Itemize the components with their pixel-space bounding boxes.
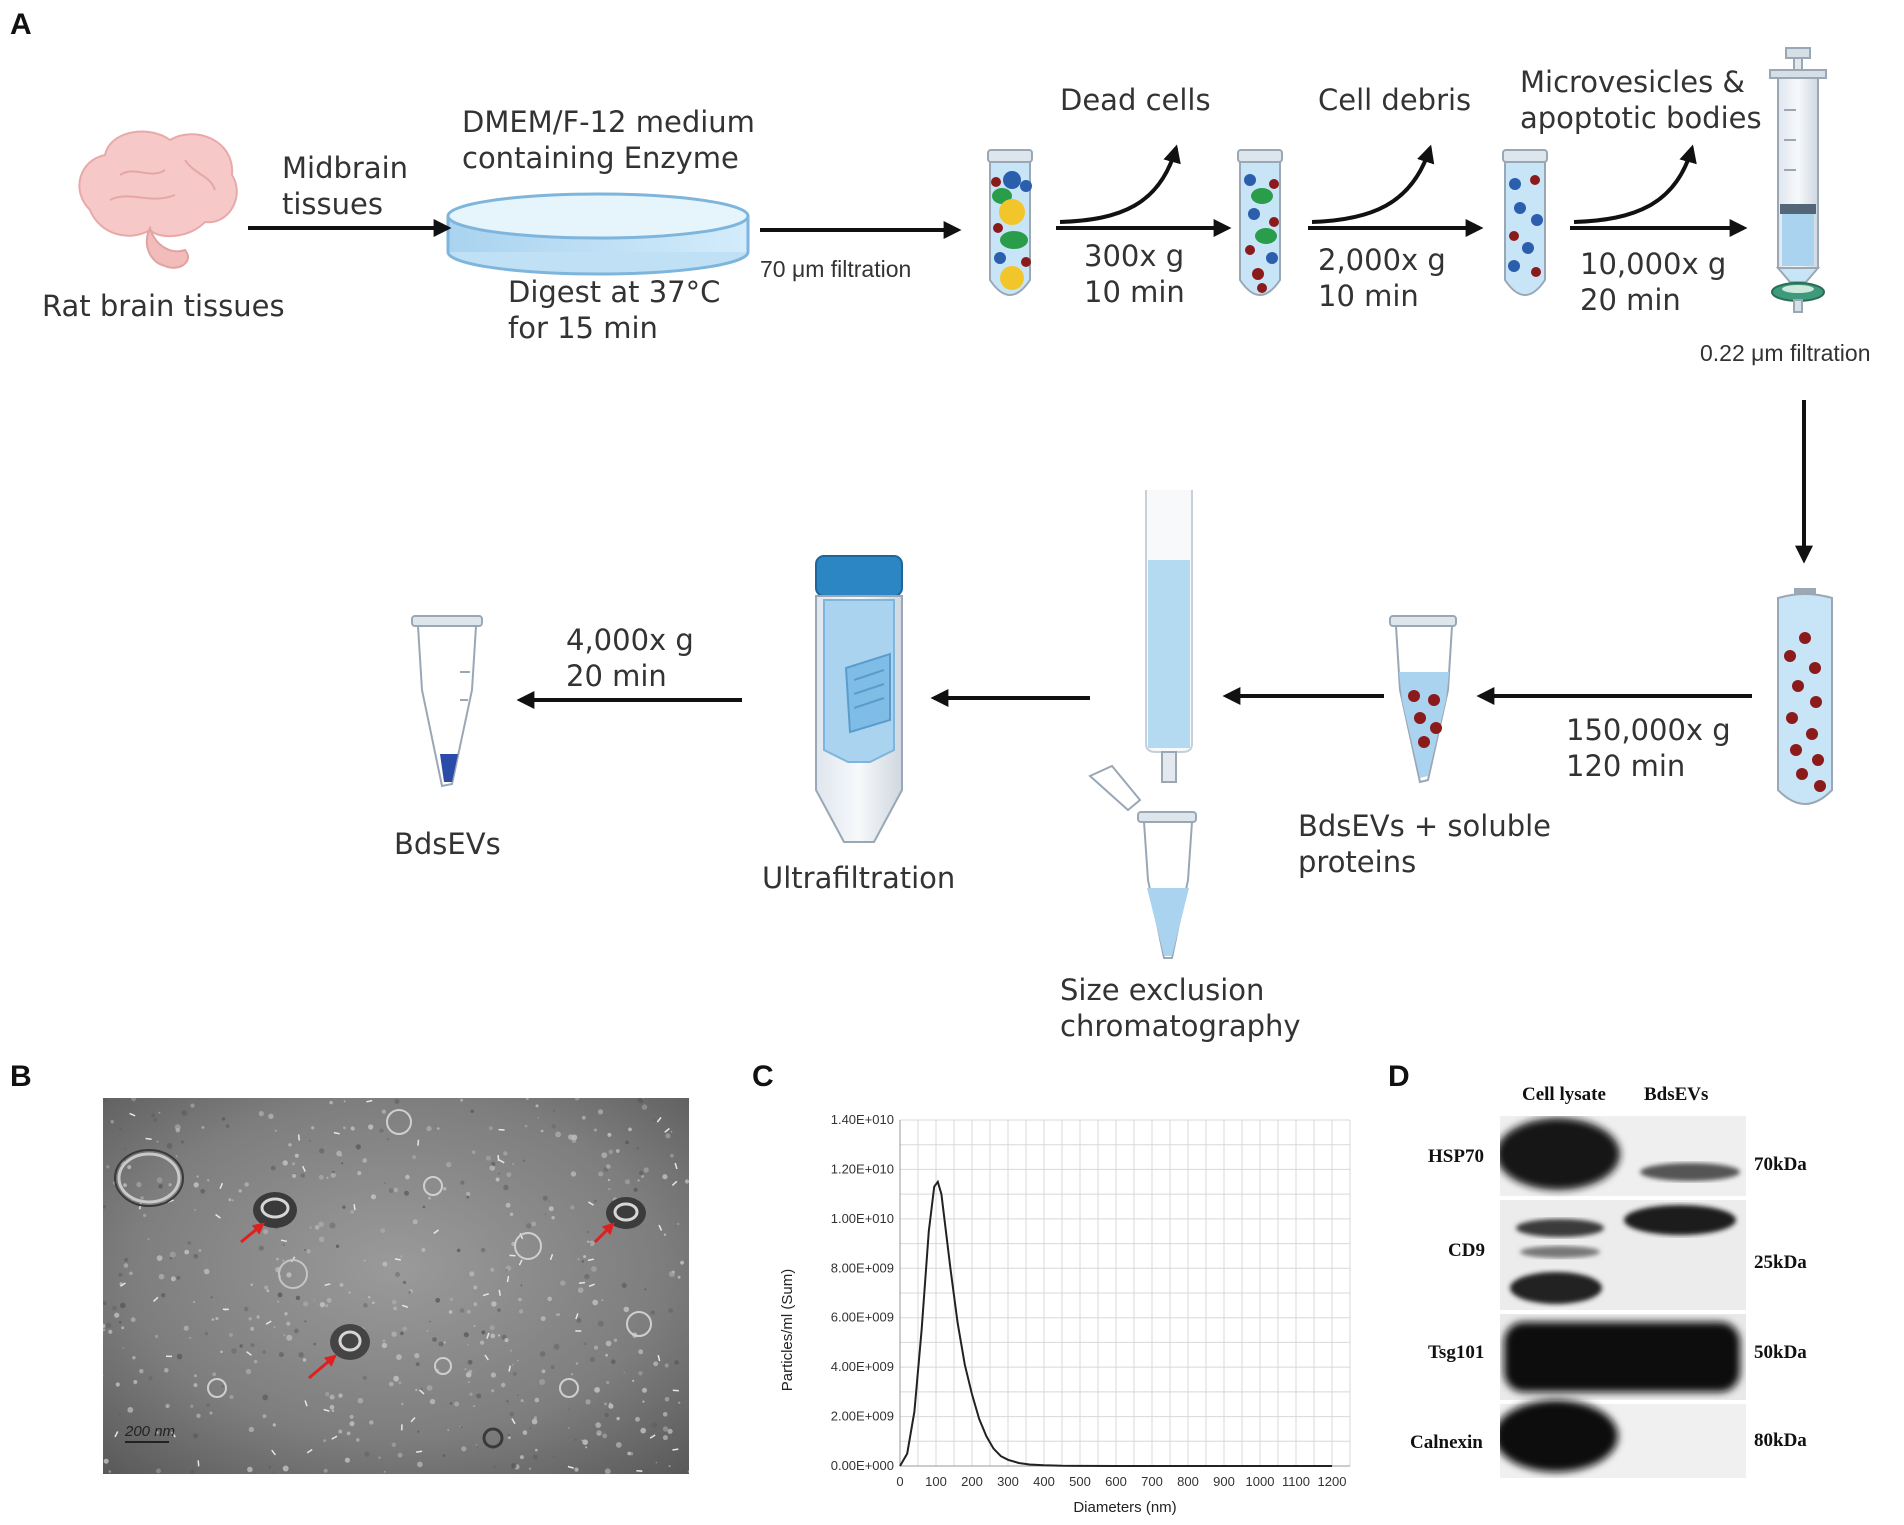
panel-letter-b: B (10, 1060, 32, 1093)
wb-row-label-tsg101: Tsg101 (1428, 1342, 1485, 1363)
wb-col-header-2: BdsEVs (1644, 1084, 1709, 1105)
label-final-bdsevs: BdsEVs (394, 827, 501, 861)
wb-size-calnexin: 80kDa (1754, 1430, 1807, 1451)
label-spin-4000g: 4,000x g 20 min (566, 623, 694, 693)
ultracentrifuge-tube-icon (1777, 588, 1833, 805)
arrow-waste-2 (1311, 144, 1435, 224)
wb-col-header-1: Cell lysate (1522, 1084, 1606, 1105)
chart-x-tick-label: 100 (925, 1474, 947, 1489)
tem-arrow-2 (593, 1222, 615, 1244)
chart-x-tick-label: 1000 (1246, 1474, 1275, 1489)
label-70um-filtration: 70 μm filtration (760, 256, 912, 282)
label-spin-300g: 300x g 10 min (1084, 239, 1185, 309)
eppendorf-pellet-icon (1389, 615, 1457, 784)
label-spin-2000g: 2,000x g 10 min (1318, 243, 1446, 313)
chart-x-tick-label: 500 (1069, 1474, 1091, 1489)
tube-3-icon (1502, 149, 1548, 296)
panel-letter-a: A (10, 8, 32, 41)
chart-y-tick-label: 1.20E+010 (831, 1161, 894, 1176)
petri-dish-icon (446, 192, 750, 276)
chart-y-axis-label: Particles/ml (Sum) (779, 1269, 796, 1392)
label-dish-medium: DMEM/F-12 medium containing Enzyme (462, 105, 755, 175)
label-spin-10000g: 10,000x g 20 min (1580, 247, 1727, 317)
chart-y-tick-label: 1.00E+010 (831, 1211, 894, 1226)
label-rat-brain: Rat brain tissues (42, 289, 285, 323)
chart-x-tick-label: 700 (1141, 1474, 1163, 1489)
wb-size-cd9: 25kDa (1754, 1252, 1807, 1273)
label-cell-debris: Cell debris (1318, 83, 1472, 117)
wb-band-hsp70 (1500, 1118, 1740, 1190)
chart-y-tick-label: 6.00E+009 (831, 1310, 894, 1325)
collection-tube-icon (1088, 764, 1197, 959)
arrow-waste-3 (1573, 144, 1697, 224)
label-pellet: BdsEVs + soluble proteins (1298, 809, 1552, 879)
rat-brain-icon (78, 130, 238, 269)
chart-x-tick-label: 600 (1105, 1474, 1127, 1489)
tube-1-icon (987, 149, 1033, 296)
arrow-waste-1 (1059, 144, 1181, 224)
nta-chart: 0.00E+000 2.00E+009 4.00E+009 6.00E+009 8.00… (779, 1112, 1351, 1516)
wb-row-label-hsp70: HSP70 (1428, 1146, 1484, 1167)
tem-arrow-1 (240, 1222, 265, 1244)
tem-arrow-3 (308, 1354, 337, 1380)
wb-band-cd9 (1510, 1205, 1736, 1304)
panel-letter-c: C (752, 1060, 774, 1093)
ultrafiltration-tube-icon (815, 555, 903, 843)
label-sec: Size exclusion chromatography (1060, 973, 1301, 1043)
chart-x-tick-label: 300 (997, 1474, 1019, 1489)
tube-2-icon (1237, 149, 1283, 296)
syringe-filter-icon (1769, 47, 1827, 313)
final-eppendorf-icon (411, 615, 483, 788)
chart-x-tick-label: 900 (1213, 1474, 1235, 1489)
chart-y-tick-label: 1.40E+010 (831, 1112, 894, 1127)
western-blot-image (1500, 1116, 1746, 1478)
chart-y-tick-label: 4.00E+009 (831, 1359, 894, 1374)
chart-x-tick-label: 800 (1177, 1474, 1199, 1489)
wb-row-label-cd9: CD9 (1448, 1240, 1485, 1261)
chart-y-tick-label: 2.00E+009 (831, 1409, 894, 1424)
wb-size-tsg101: 50kDa (1754, 1342, 1807, 1363)
chart-y-tick-label: 0.00E+000 (831, 1458, 894, 1473)
label-ultrafiltration: Ultrafiltration (762, 861, 956, 895)
chart-series-line (899, 1179, 1332, 1467)
chart-x-axis-label: Diameters (nm) (1073, 1499, 1176, 1516)
label-midbrain: Midbrain tissues (282, 151, 409, 221)
chart-grid (899, 1119, 1351, 1467)
panel-letter-d: D (1388, 1060, 1410, 1093)
label-spin-150000g: 150,000x g 120 min (1566, 713, 1731, 783)
chart-x-tick-label: 1200 (1318, 1474, 1347, 1489)
wb-size-hsp70: 70kDa (1754, 1154, 1807, 1175)
wb-band-tsg101 (1504, 1322, 1740, 1392)
tem-micrograph: 200 nm (103, 1098, 689, 1474)
tem-scale-label: 200 nm (124, 1423, 175, 1440)
wb-band-calnexin (1500, 1400, 1618, 1472)
label-microvesicles: Microvesicles & apoptotic bodies (1520, 65, 1762, 135)
chart-y-tick-label: 8.00E+009 (831, 1260, 894, 1275)
chart-x-tick-label: 0 (896, 1474, 903, 1489)
chart-x-tick-label: 1100 (1282, 1474, 1310, 1489)
wb-row-label-calnexin: Calnexin (1410, 1432, 1483, 1453)
chart-x-tick-label: 400 (1033, 1474, 1055, 1489)
workflow-diagram (78, 47, 1833, 959)
label-dead-cells: Dead cells (1060, 83, 1211, 117)
label-digest: Digest at 37°C for 15 min (508, 275, 721, 345)
label-022um-filtration: 0.22 μm filtration (1700, 340, 1871, 366)
sec-column-icon (1145, 490, 1193, 783)
chart-x-tick-label: 200 (961, 1474, 983, 1489)
